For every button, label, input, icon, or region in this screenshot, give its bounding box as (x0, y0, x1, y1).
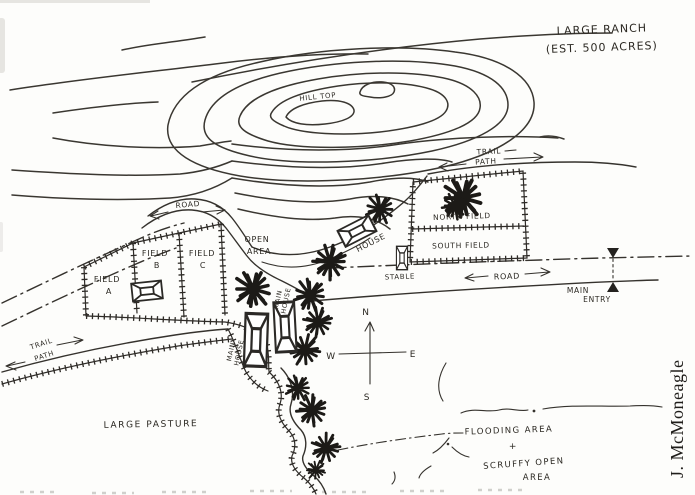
main-entry-label-line1: MAIN (567, 286, 589, 295)
hill-top-label: HILL TOP (299, 91, 337, 103)
flooding-area-label: FLOODING AREA (465, 424, 554, 437)
lowland-dashdot-line (337, 432, 464, 451)
field-a-label-line1: FIELD (94, 275, 120, 284)
contour-line (234, 192, 409, 205)
hill-contour-ring (203, 60, 509, 163)
hill-contour-ring (238, 72, 481, 149)
flooding-plus-label: + (509, 442, 517, 452)
stable-label: STABLE (385, 272, 416, 281)
trail-path-top-line (427, 161, 637, 175)
compass-s-label: S (364, 393, 370, 403)
main-entry-gate (607, 248, 619, 292)
hill-summit-ring (359, 81, 396, 99)
flooding-squiggle (460, 408, 529, 414)
contour-line (231, 158, 453, 169)
hill-summit-ring (285, 99, 355, 126)
compass-w-label: W (326, 352, 336, 362)
road-left-line (1, 247, 177, 327)
road-upper-line (141, 209, 316, 301)
open-area-label-line2: AREA (247, 247, 271, 256)
trail-top-dash (504, 149, 517, 152)
field-c-label-line2: C (200, 261, 206, 270)
road-right-right-arrow (524, 267, 551, 277)
trail-top-left-arrow (438, 162, 467, 172)
flooding-squiggle (542, 405, 663, 410)
field-a-label-line2: A (106, 287, 112, 296)
ink-dot (532, 409, 536, 413)
trail-left-right-arrow (56, 336, 84, 346)
labels: LARGE RANCH (EST. 500 ACRES) HILL TOP TR… (28, 21, 687, 483)
lowland-tick (418, 465, 432, 479)
road-upper-label: ROAD (175, 199, 200, 210)
contour-line (231, 177, 429, 187)
south-field-label: SOUTH FIELD (432, 240, 490, 250)
trail-path-top-label-line1: TRAIL (475, 146, 501, 156)
compass-east-west-line (338, 351, 407, 355)
road-right-upper-line (329, 255, 694, 269)
gate-upper-marker (607, 248, 619, 258)
hill-contour-ring (167, 47, 535, 182)
gate-lower-marker (607, 282, 619, 292)
north-field-label: NORTH FIELD (433, 211, 491, 222)
field-b-label-line1: FIELD (142, 249, 168, 258)
open-area-label-line1: OPEN (245, 235, 270, 244)
contour-lines (9, 32, 613, 230)
lowland-curve (438, 362, 447, 402)
field-b-building (130, 279, 164, 303)
hill-contour-ring (269, 82, 449, 135)
large-pasture-label: LARGE PASTURE (104, 419, 199, 431)
scan-smudge (0, 0, 150, 3)
contour-line (539, 135, 565, 140)
lowland-tick (391, 471, 396, 485)
scan-artifacts (0, 0, 522, 495)
road-upper-line (147, 198, 253, 248)
trail-left-left-arrow (5, 361, 26, 371)
field-c-label-line1: FIELD (189, 249, 215, 258)
stable-building (395, 245, 409, 271)
compass-rose: N E S W (326, 308, 416, 403)
scan-smudge (0, 222, 3, 252)
cropped-caption-remnant (20, 488, 522, 495)
road-right-left-arrow (464, 273, 489, 282)
lowland-curve (451, 446, 470, 458)
road-arrows (149, 205, 551, 282)
compass-n-label: N (362, 308, 369, 318)
trail-paths (1, 149, 637, 373)
contour-line (9, 53, 369, 91)
trail-top-right-arrow (503, 152, 544, 162)
road-right-label: ROAD (494, 272, 520, 282)
ranch-title-line2: (EST. 500 ACRES) (546, 39, 658, 56)
contour-line (11, 177, 233, 201)
scan-smudge (0, 18, 5, 73)
contour-line (121, 36, 206, 51)
trail-path-top-label-line2: PATH (475, 156, 497, 166)
contour-line (231, 135, 559, 151)
contour-line (52, 137, 232, 149)
scruffy-open-label-line2: AREA (523, 473, 552, 483)
road-right-lower-line (311, 279, 659, 302)
main-house-upper-label-line1: MAIN (272, 289, 284, 310)
main-house-lower-building (242, 311, 270, 369)
main-house-lower-label-line1: MAIN (225, 341, 237, 362)
compass-e-label: E (410, 350, 416, 360)
ranch-title-line1: LARGE RANCH (556, 21, 647, 37)
trail-path-left-line (1, 328, 229, 373)
ink-dot (446, 442, 450, 446)
artist-signature: J. McMoneagle (667, 360, 687, 478)
contour-line (191, 32, 613, 83)
road-upper-right-arrow (201, 205, 226, 215)
contour-line (11, 160, 233, 176)
field-b-label-line2: B (154, 261, 160, 270)
road-upper-left-arrow (149, 210, 169, 220)
main-entry-label-line2: ENTRY (583, 295, 611, 304)
contour-line (52, 101, 159, 114)
lowland-curve (432, 437, 450, 454)
